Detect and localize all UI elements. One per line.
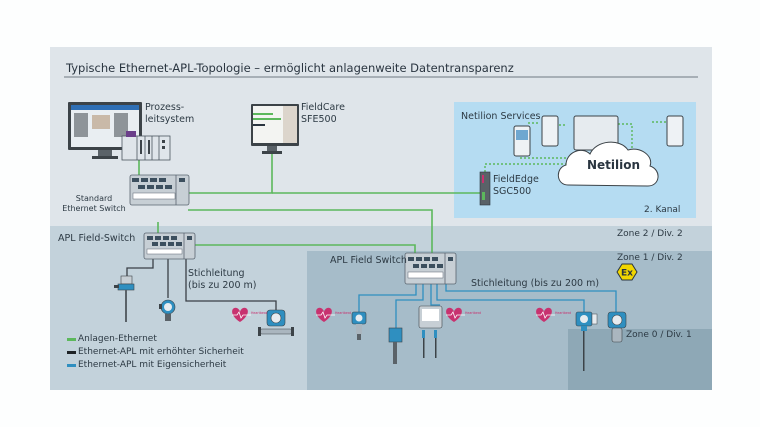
plc-rack (121, 131, 171, 161)
pressure-transmitter-left (159, 299, 176, 321)
fieldcare-label-line2: SFE500 (301, 114, 337, 125)
svg-text:Heartbeat: Heartbeat (335, 311, 352, 315)
netilion-cloud (557, 141, 659, 187)
apl-field-switch-left (143, 232, 196, 260)
fieldedge-label-line1: FieldEdge (493, 174, 539, 185)
spur-left-label-line2: (bis zu 200 m) (188, 280, 257, 291)
fieldedge-label-line2: SGC500 (493, 186, 532, 197)
legend-label: Ethernet-APL mit Eigensicherheit (78, 360, 227, 370)
apl-increased-safety-lines (126, 258, 277, 310)
flowmeter-left (258, 309, 294, 336)
zone2-label: Zone 2 / Div. 2 (617, 229, 683, 239)
radar-level-device (575, 311, 598, 371)
second-channel-label: 2. Kanal (644, 205, 681, 215)
fieldcare-monitor (251, 104, 299, 154)
apl-field-switch-right (404, 252, 457, 285)
fieldedge-device (479, 171, 491, 206)
pressure-transmitter-right (607, 311, 627, 343)
temperature-sensor-left (114, 275, 135, 322)
legend-label: Anlagen-Ethernet (78, 334, 157, 344)
spur-right-label: Stichleitung (bis zu 200 m) (471, 278, 600, 289)
legend-label: Ethernet-APL mit erhöhter Sicherheit (78, 347, 244, 357)
netilion-services-label: Netilion Services (461, 111, 541, 122)
level-transmitter-1 (351, 311, 367, 340)
ex-hazard-icon: Ex (616, 263, 638, 281)
heartbeat-icon: Heartbeat (316, 307, 352, 322)
legend-swatch-black (67, 350, 76, 354)
legend-item-apl-intrinsic-safety: Ethernet-APL mit Eigensicherheit (67, 360, 226, 370)
zone1-label: Zone 1 / Div. 2 (617, 253, 683, 263)
apl-intrinsic-safety-lines (358, 284, 617, 328)
process-control-label-line1: Prozess- (145, 102, 185, 113)
analyzer-device (418, 305, 443, 358)
standard-switch-label-line1: Standard (75, 194, 113, 203)
process-control-label-line2: leitsystem (145, 114, 195, 125)
legend-swatch-blue (67, 363, 76, 367)
netilion-cloud-label: Netilion (587, 158, 641, 172)
svg-text:Heartbeat: Heartbeat (465, 311, 482, 315)
svg-text:Heartbeat: Heartbeat (251, 311, 268, 315)
svg-text:Heartbeat: Heartbeat (555, 311, 572, 315)
heartbeat-icon: Heartbeat (446, 307, 482, 322)
standard-switch-label-line2: Ethernet Switch (62, 204, 126, 213)
diagram-title: Typische Ethernet-APL-Topologie – ermögl… (66, 61, 514, 75)
apl-field-switch-right-label: APL Field Switch (330, 255, 407, 266)
apl-field-switch-left-label: APL Field-Switch (58, 233, 136, 244)
zone0-label: Zone 0 / Div. 1 (626, 330, 692, 340)
svg-text:Ex: Ex (621, 269, 633, 279)
fieldcare-label-line1: FieldCare (301, 102, 345, 113)
heartbeat-icon: Heartbeat (536, 307, 572, 322)
legend-item-plant-ethernet: Anlagen-Ethernet (67, 334, 157, 344)
level-switch-device (388, 327, 403, 364)
standard-ethernet-switch (129, 174, 190, 206)
spur-left-label-line1: Stichleitung (188, 268, 245, 279)
heartbeat-icon: Heartbeat (232, 307, 268, 322)
zone0-area (568, 329, 712, 390)
legend-item-apl-increased-safety: Ethernet-APL mit erhöhter Sicherheit (67, 347, 244, 357)
legend-swatch-green (67, 337, 76, 341)
